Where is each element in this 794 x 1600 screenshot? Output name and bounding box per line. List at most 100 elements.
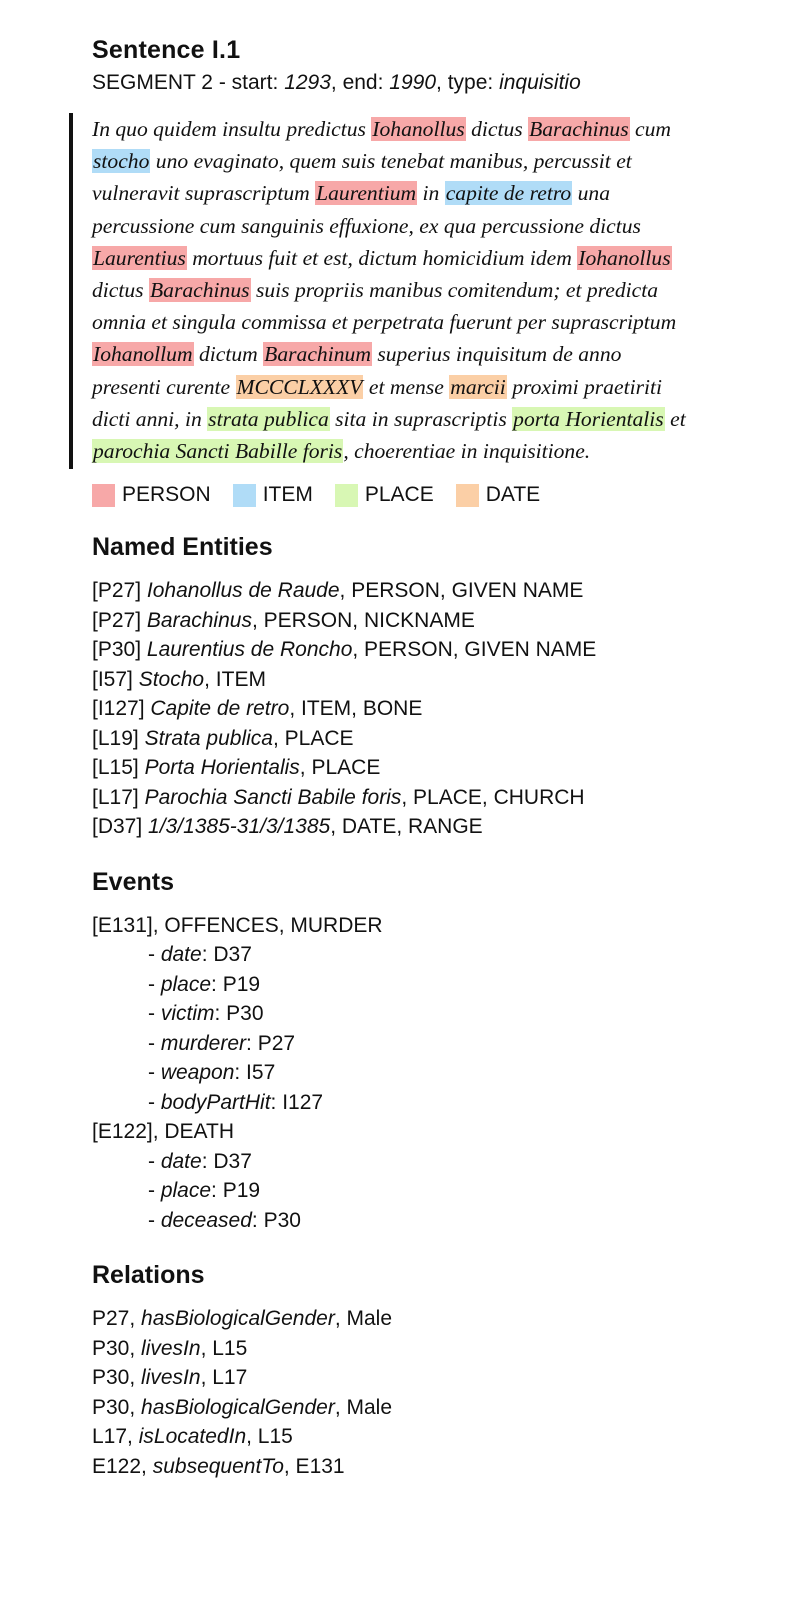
passage-text: , choerentiae in inquisitione.: [343, 439, 591, 464]
relation-subject: P30,: [92, 1395, 142, 1419]
event-role-value: : P30: [251, 1208, 301, 1232]
passage-text: proximi praetiriti dicti anni, in: [92, 374, 662, 431]
named-entity-row: [P27] Iohanollus de Raude, PERSON, GIVEN…: [92, 576, 712, 606]
relation-subject: P30,: [92, 1336, 142, 1360]
document-page: Sentence I.1 SEGMENT 2 - start: 1293, en…: [69, 36, 712, 1481]
event-role-row: - place: P19: [148, 1179, 261, 1203]
segment-start: 1293: [284, 71, 331, 94]
event-role-name: weapon: [160, 1061, 235, 1085]
relation-row: L17, isLocatedIn, L15: [92, 1422, 712, 1452]
legend-swatch-place: [334, 483, 358, 507]
entity-name: Porta Horientalis: [144, 756, 300, 780]
event-role-name: victim: [160, 1002, 215, 1026]
event-role-row: - date: D37: [148, 943, 252, 967]
named-entity-row: [L19] Strata publica, PLACE: [92, 724, 712, 754]
person-entity-mark: Barachinum: [263, 342, 372, 367]
passage-text: cum: [629, 117, 672, 141]
entity-name: Barachinus: [146, 608, 252, 632]
passage-text: una percussione cum sanguinis effuxione,…: [92, 181, 641, 238]
event-role-value: : P27: [246, 1031, 296, 1055]
passage-text: uno evaginato, quem suis tenebat manibus…: [92, 149, 632, 206]
passage-text: sita in suprascriptis: [329, 406, 513, 431]
relation-object: , Male: [334, 1395, 393, 1419]
event-role-value: : I127: [270, 1090, 324, 1114]
event-role-name: date: [160, 943, 202, 967]
item-entity-mark: stocho: [92, 149, 151, 174]
passage-text: suis propriis manibus comitendum; et pre…: [92, 278, 677, 335]
passage-text: mortuus fuit et est, dictum homicidium i…: [186, 245, 578, 270]
entity-type: , PERSON, NICKNAME: [251, 608, 475, 632]
legend-entry-place: PLACE: [334, 483, 434, 507]
person-entity-mark: Laurentius: [92, 245, 187, 270]
relation-row: P27, hasBiologicalGender, Male: [92, 1304, 712, 1334]
named-entity-row: [I57] Stocho, ITEM: [92, 665, 712, 695]
legend-entry-date: DATE: [455, 483, 541, 507]
entity-id: [L15]: [92, 756, 139, 780]
entity-type: , PERSON, GIVEN NAME: [352, 638, 597, 662]
start-label: start:: [231, 71, 279, 94]
person-entity-mark: Barachinus: [528, 117, 630, 141]
event-role-row: - murderer: P27: [148, 1031, 296, 1055]
entity-type: , ITEM, BONE: [289, 697, 423, 721]
event-role-name: date: [160, 1149, 202, 1173]
entity-id: [L19]: [92, 726, 139, 750]
relation-row: E122, subsequentTo, E131: [92, 1452, 712, 1482]
passage-text: et: [664, 406, 686, 431]
entity-id: [L17]: [92, 785, 139, 809]
event-row: [E131], OFFENCES, MURDER: [92, 913, 383, 937]
entity-name: 1/3/1385-31/3/1385: [148, 815, 331, 839]
place-entity-mark: porta Horientalis: [512, 406, 665, 431]
named-entity-row: [I127] Capite de retro, ITEM, BONE: [92, 694, 712, 724]
event-role-value: : D37: [201, 943, 252, 967]
entity-type: , ITEM: [204, 667, 266, 691]
type-label: type:: [447, 71, 494, 94]
passage-text: dictus: [92, 278, 149, 303]
place-entity-mark: parochia Sancti Babille foris: [92, 439, 344, 464]
relation-object: , Male: [334, 1307, 393, 1331]
person-entity-mark: Iohanollus: [577, 245, 672, 270]
event-role-value: : P19: [211, 972, 261, 996]
entity-id: [D37]: [92, 815, 143, 839]
legend-label: DATE: [485, 483, 541, 507]
entity-id: [I127]: [92, 697, 145, 721]
legend-swatch-item: [232, 483, 256, 507]
entity-id: [P27]: [92, 579, 142, 603]
person-entity-mark: Iohanollus: [371, 117, 466, 141]
entity-name: Laurentius de Roncho: [146, 638, 353, 662]
event-role-name: murderer: [160, 1031, 247, 1055]
entity-type: , DATE, RANGE: [330, 815, 483, 839]
named-entity-row: [L15] Porta Horientalis, PLACE: [92, 753, 712, 783]
event-row: [E122], DEATH: [92, 1120, 234, 1144]
segment-label: SEGMENT 2: [92, 71, 213, 94]
person-entity-mark: Barachinus: [148, 278, 251, 303]
entity-type: , PERSON, GIVEN NAME: [339, 579, 584, 603]
passage-text: in: [417, 181, 445, 206]
named-entity-row: [P30] Laurentius de Roncho, PERSON, GIVE…: [92, 635, 712, 665]
named-entities-heading: Named Entities: [92, 533, 273, 562]
relation-row: P30, livesIn, L17: [92, 1363, 712, 1393]
entity-id: [I57]: [92, 667, 133, 691]
relation-object: , L15: [246, 1425, 293, 1449]
segment-info: SEGMENT 2 - start: 1293, end: 1990, type…: [92, 71, 581, 94]
relation-object: , L15: [200, 1336, 248, 1360]
relation-predicate: hasBiologicalGender: [141, 1307, 335, 1331]
event-role-name: place: [160, 972, 212, 996]
event-role-row: - place: P19: [148, 972, 261, 996]
event-role-name: bodyPartHit: [160, 1090, 271, 1114]
event-role-value: : I57: [234, 1061, 276, 1085]
entity-id: [P30]: [92, 638, 142, 662]
entity-name: Capite de retro: [150, 697, 290, 721]
event-role-name: place: [160, 1179, 212, 1203]
event-role-row: - weapon: I57: [148, 1061, 276, 1085]
place-entity-mark: strata publica: [207, 406, 330, 431]
relation-row: P30, livesIn, L15: [92, 1334, 712, 1364]
relation-subject: L17,: [92, 1425, 139, 1449]
passage-text: et mense: [363, 374, 450, 399]
named-entity-row: [L17] Parochia Sancti Babile foris, PLAC…: [92, 783, 712, 813]
entity-type: , PLACE: [272, 726, 354, 750]
sentence-title: Sentence I.1: [92, 36, 241, 64]
events-heading: Events: [92, 867, 174, 896]
item-entity-mark: capite de retro: [444, 181, 573, 206]
legend-entry-item: ITEM: [232, 483, 313, 507]
